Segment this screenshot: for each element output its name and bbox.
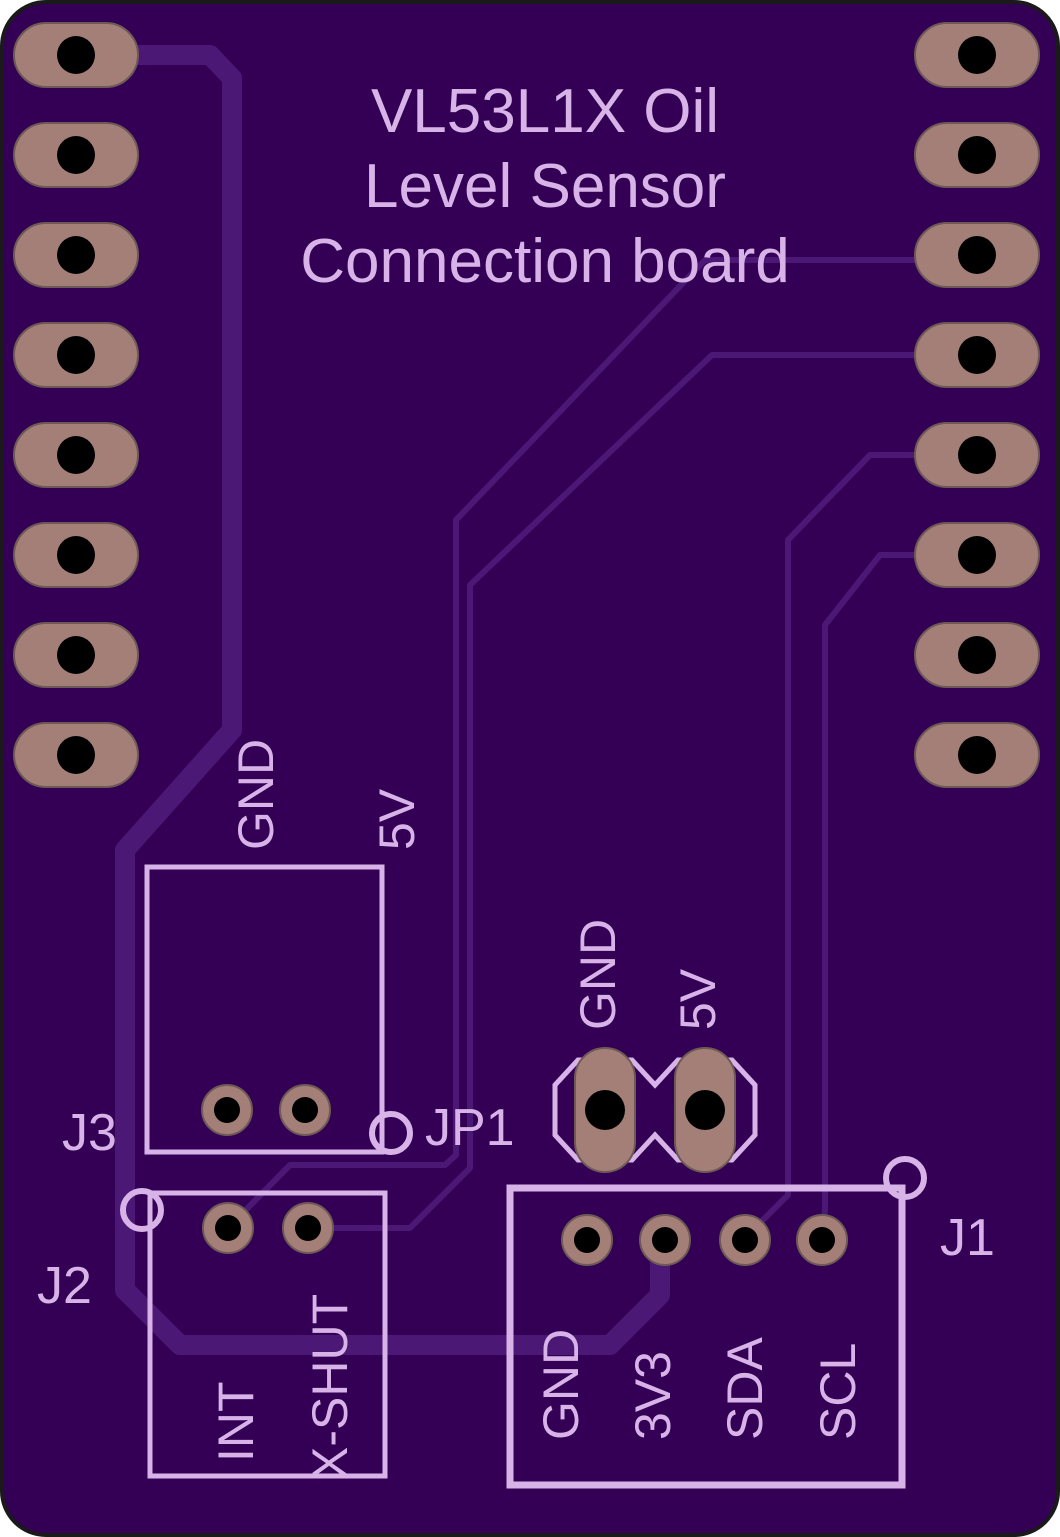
drill-hole [732,1227,758,1253]
drill-hole [958,136,996,174]
title-line-3: Connection board [300,227,789,296]
header-pin [914,322,1040,388]
trace-xshut [305,352,918,1231]
drill-hole [57,336,95,374]
header-pin [914,622,1040,688]
j3-pin1-marker [369,1111,413,1155]
right-header [914,22,1040,788]
j1-ref-label: J1 [940,1209,995,1267]
drill-hole [585,1090,625,1130]
drill-hole [958,736,996,774]
drill-hole [292,1097,318,1123]
jp1-outline [552,1057,758,1163]
j1-label-scl: SCL [810,1343,866,1440]
drill-hole [652,1227,678,1253]
header-pin [914,722,1040,788]
drill-hole [958,336,996,374]
drill-hole [295,1215,321,1241]
drill-hole [958,636,996,674]
copper-traces [115,45,918,1355]
drill-hole [57,536,95,574]
header-pin [914,22,1040,88]
header-pin [13,322,139,388]
drill-hole [809,1227,835,1253]
header-pin [914,222,1040,288]
drill-hole [958,536,996,574]
drill-hole [57,236,95,274]
connector-j2: J2 INT X-SHUT [37,1188,388,1480]
header-pin [13,422,139,488]
drill-hole [215,1215,241,1241]
drill-hole [57,36,95,74]
j3-label-5v: 5V [369,788,425,850]
j1-label-sda: SDA [717,1337,773,1440]
jp1-label-5v: 5V [670,968,726,1030]
left-header [13,22,139,788]
drill-hole [958,436,996,474]
j1-label-3v3: 3V3 [625,1351,681,1440]
header-pin [13,122,139,188]
header-pin [13,522,139,588]
header-pin [914,522,1040,588]
j2-ref-label: J2 [37,1257,92,1315]
drill-hole [57,636,95,674]
header-pin [914,122,1040,188]
header-pin [13,22,139,88]
drill-hole [685,1090,725,1130]
trace-int [225,257,918,1231]
j1-pin1-marker [883,1156,927,1200]
j3-ref-label: J3 [62,1104,117,1162]
drill-hole [958,236,996,274]
jp1-label-gnd: GND [570,919,626,1030]
drill-hole [574,1227,600,1253]
j3-label-gnd: GND [228,739,284,850]
header-pin [13,222,139,288]
board-title: VL53L1X Oil Level Sensor Connection boar… [300,77,789,296]
drill-hole [57,436,95,474]
header-pin [914,422,1040,488]
title-line-1: VL53L1X Oil [371,77,719,146]
title-line-2: Level Sensor [364,152,726,221]
j1-label-gnd: GND [533,1329,589,1440]
j2-pin1-marker [120,1188,164,1232]
drill-hole [214,1097,240,1123]
connector-j1: J1 GND 3V3 SDA SCL [506,1156,995,1489]
header-pin [13,722,139,788]
j2-label-xshut: X-SHUT [302,1294,358,1480]
j3-outline [144,864,385,1155]
jumper-jp1: JP1 GND 5V [425,919,758,1173]
trace-sda [742,452,918,1241]
j2-label-int: INT [208,1381,264,1462]
j2-outline [147,1190,388,1479]
trace-gnd [115,45,670,1355]
connector-j3: J3 GND 5V [62,739,425,1162]
header-pin [13,622,139,688]
drill-hole [57,736,95,774]
drill-hole [57,136,95,174]
j1-outline [506,1184,906,1489]
drill-hole [958,36,996,74]
jp1-ref-label: JP1 [425,1099,515,1157]
